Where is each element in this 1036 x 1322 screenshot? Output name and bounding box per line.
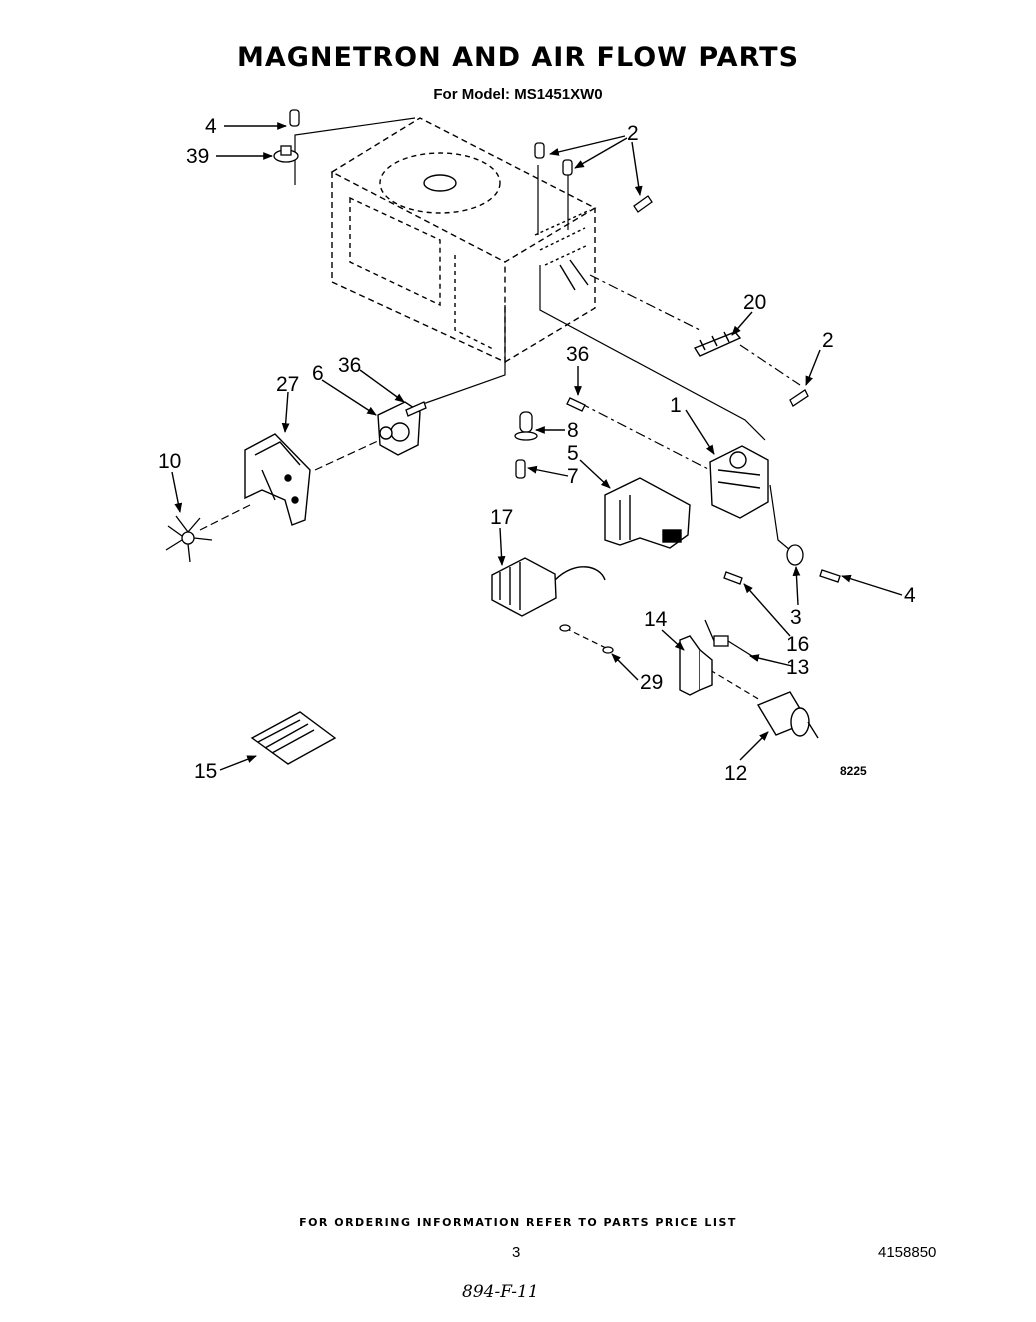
screw-part-16 (723, 571, 743, 585)
ordering-note: FOR ORDERING INFORMATION REFER TO PARTS … (299, 1216, 737, 1229)
model-subtitle: For Model: MS1451XW0 (433, 86, 603, 103)
capacitor-bracket-part-14 (679, 635, 713, 696)
fan-blade-part-10 (165, 515, 213, 563)
screw-part-4-right (819, 569, 841, 583)
fan-bracket-part-27 (244, 433, 311, 526)
page-title: MAGNETRON AND AIR FLOW PARTS (236, 42, 800, 73)
spacers-part-29 (559, 624, 614, 654)
callout-17: 17 (490, 506, 513, 529)
callout-4-right: 4 (904, 584, 916, 607)
callout-27: 27 (276, 373, 299, 396)
callout-5: 5 (567, 442, 579, 465)
filter-part-15 (250, 711, 337, 765)
screw-part-36-left (405, 401, 427, 417)
callout-7: 7 (567, 465, 579, 488)
thermal-cutout-part-39 (273, 145, 299, 163)
callout-10: 10 (158, 450, 181, 473)
diode-part-13 (704, 619, 753, 657)
transformer-part-17 (491, 557, 606, 617)
capacitor-part-12 (756, 691, 819, 739)
callout-16: 16 (786, 633, 809, 656)
callout-8: 8 (567, 419, 579, 442)
callout-3: 3 (790, 606, 802, 629)
document-number: 4158850 (878, 1244, 937, 1261)
callout-4-top: 4 (205, 115, 217, 138)
air-guide-part-5 (604, 477, 691, 549)
assembly-leader-lines (199, 117, 801, 701)
callout-arrows (171, 122, 903, 771)
screw-part-36-right (566, 397, 586, 412)
callout-13: 13 (786, 656, 809, 679)
screws-part-2 (534, 142, 653, 213)
lamp-socket-part-7 (515, 459, 526, 479)
lamp-part-8 (514, 411, 538, 441)
magnetron-part-1 (709, 445, 769, 519)
callout-2-top: 2 (627, 122, 639, 145)
callout-6: 6 (312, 362, 324, 385)
screw-part-2-right (789, 389, 809, 407)
callout-36-right: 36 (566, 343, 589, 366)
bracket-part-20 (693, 331, 742, 357)
callout-39: 39 (186, 145, 209, 168)
callout-2-right: 2 (822, 329, 834, 352)
cabinet-outline (330, 117, 597, 364)
page-number: 3 (512, 1244, 521, 1261)
callout-36-left: 36 (338, 354, 361, 377)
callout-1: 1 (670, 394, 682, 417)
callout-14: 14 (644, 608, 668, 631)
screw-part-4-top (289, 109, 300, 127)
fuse-holder-part-3 (786, 544, 804, 566)
callout-29: 29 (640, 671, 663, 694)
callout-12: 12 (724, 762, 747, 785)
callout-15: 15 (194, 760, 217, 783)
diagram-code: 8225 (840, 764, 867, 778)
callout-20: 20 (743, 291, 766, 314)
handwritten-note: 894-F-11 (462, 1282, 539, 1302)
